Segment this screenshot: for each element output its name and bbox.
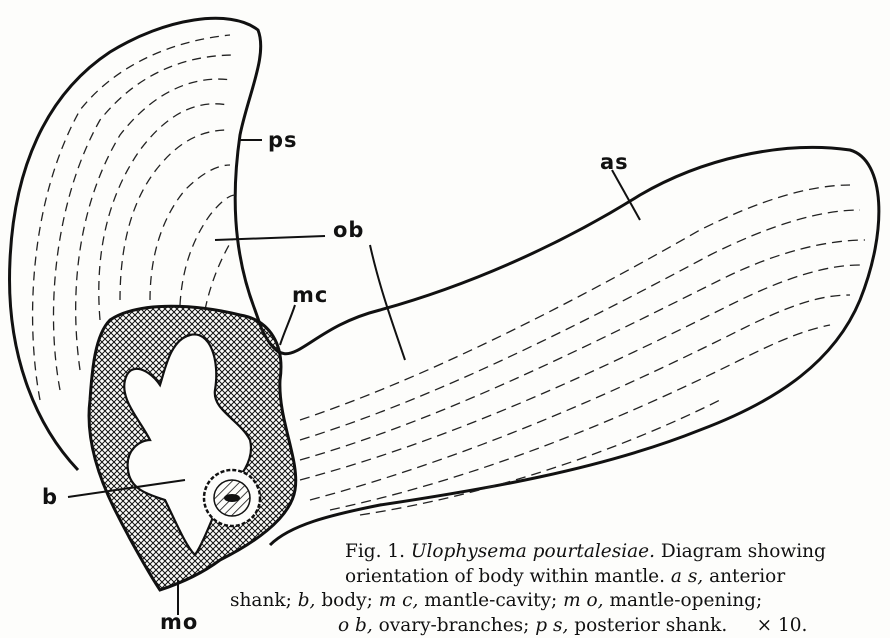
mantle-opening-rosette [204, 470, 260, 526]
label-posterior-shank: ps [268, 128, 298, 152]
leader-ob-right [370, 245, 405, 360]
leader-mc [280, 305, 295, 345]
label-body: b [42, 485, 58, 509]
caption-ovary: ovary-branches; [379, 615, 530, 636]
label-ovary-branches: ob [333, 218, 364, 242]
leader-ob-left [215, 236, 325, 240]
caption-fig-number: Fig. 1. [345, 541, 405, 562]
caption-body: body; [321, 590, 373, 611]
caption-anterior: anterior [709, 566, 785, 587]
caption-line-2: orientation of body within mantle. a s, … [230, 565, 885, 590]
label-mantle-cavity: mc [292, 283, 328, 307]
figure-caption: Fig. 1. Ulophysema pourtalesiae. Diagram… [230, 540, 885, 638]
caption-abbr-mc: m c, [379, 590, 419, 611]
label-mantle-opening: mo [160, 610, 198, 634]
caption-line-4: o b, ovary-branches; p s, posterior shan… [230, 614, 885, 638]
caption-mantle-opening: mantle-opening; [609, 590, 762, 611]
caption-species: Ulophysema pourtalesiae. [411, 541, 655, 562]
caption-abbr-ps: p s, [535, 615, 568, 636]
anterior-shank-outline [262, 147, 879, 545]
caption-abbr-ob: o b, [338, 615, 373, 636]
leader-as [612, 170, 640, 220]
caption-posterior: posterior shank. [574, 615, 727, 636]
caption-abbr-as: a s, [671, 566, 703, 587]
caption-line1-rest: Diagram showing [661, 541, 826, 562]
caption-mantle-cavity: mantle-cavity; [424, 590, 557, 611]
label-anterior-shank: as [600, 150, 629, 174]
caption-scale: × 10. [757, 615, 808, 636]
caption-shank: shank; [230, 590, 292, 611]
caption-line2-text: orientation of body within mantle. [345, 566, 665, 587]
caption-line-3: shank; b, body; m c, mantle-cavity; m o,… [230, 589, 885, 614]
caption-abbr-b: b, [298, 590, 316, 611]
caption-abbr-mo: m o, [563, 590, 603, 611]
caption-line-1: Fig. 1. Ulophysema pourtalesiae. Diagram… [230, 540, 885, 565]
